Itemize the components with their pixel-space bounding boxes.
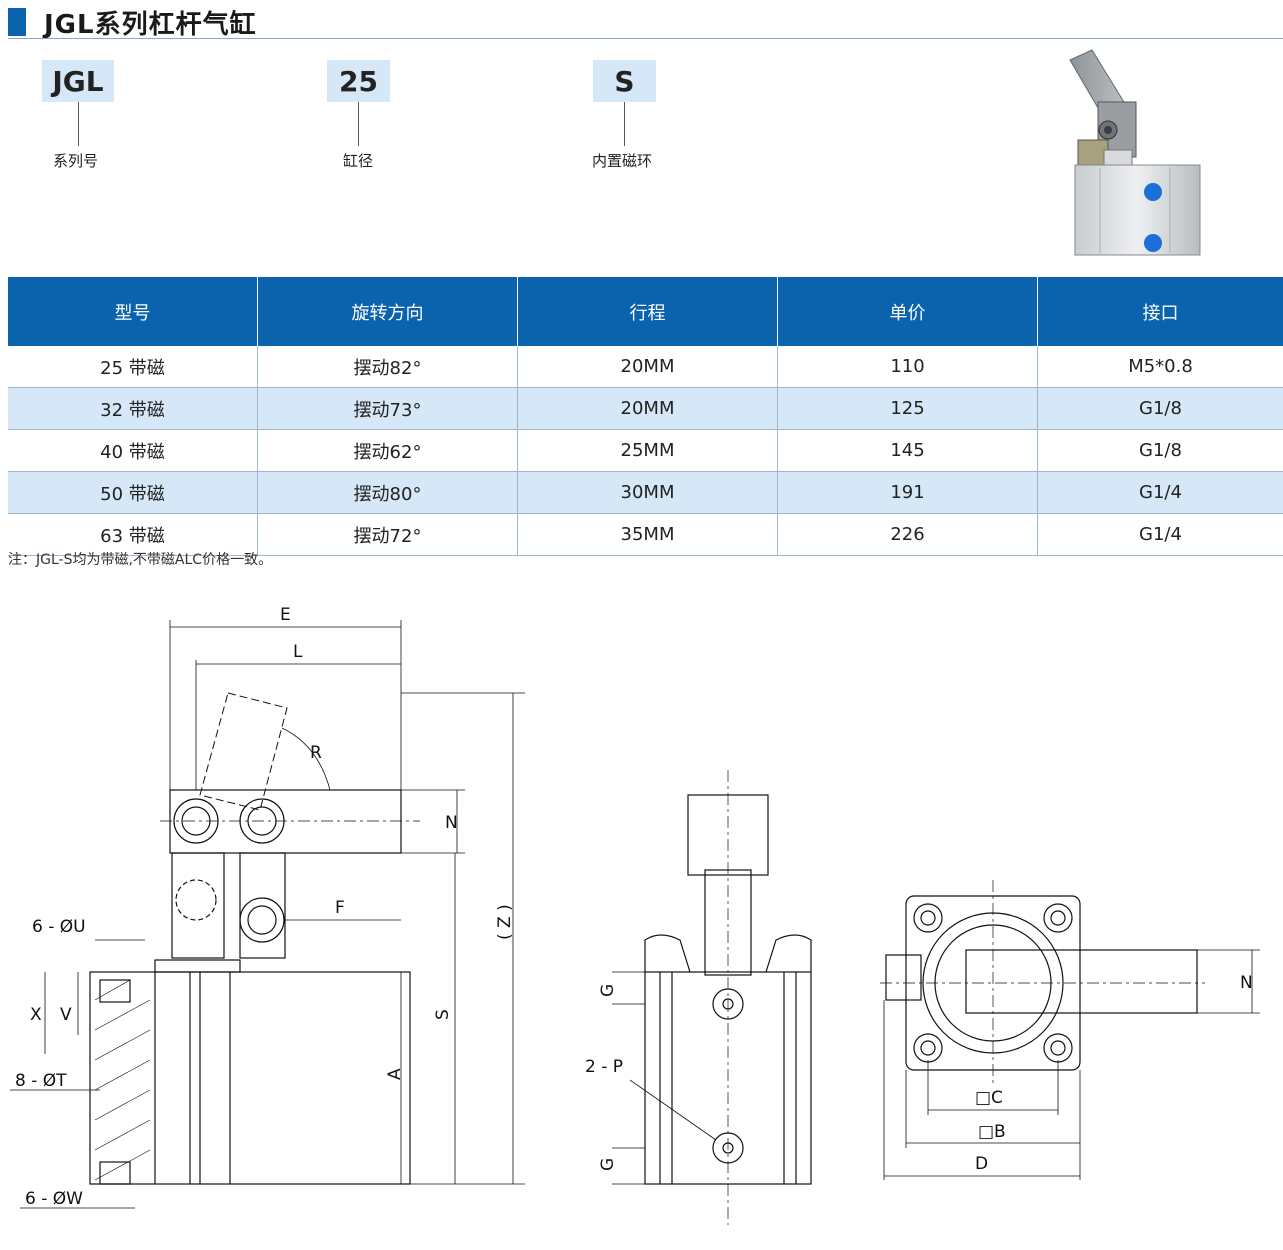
- table-header-row: 型号 旋转方向 行程 单价 接口: [8, 277, 1283, 346]
- code-label-bore: 缸径: [343, 152, 374, 170]
- label-A: A: [385, 1068, 405, 1080]
- top-view: N □C □B D: [880, 880, 1260, 1180]
- label-B: □B: [978, 1122, 1006, 1142]
- cell-rotation: 摆动62°: [257, 429, 518, 472]
- label-N: N: [445, 813, 458, 833]
- cell-stroke: 30MM: [517, 471, 778, 514]
- cell-rotation: 摆动80°: [257, 471, 518, 514]
- col-price: 单价: [777, 277, 1038, 346]
- label-D: D: [975, 1154, 988, 1174]
- label-G-bottom: G: [598, 1158, 618, 1171]
- code-label-magnet: 内置磁环: [592, 152, 653, 170]
- label-Z: ( Z ): [495, 904, 515, 940]
- spec-table: 型号 旋转方向 行程 单价 接口 25 带磁 摆动82° 20MM 110 M5…: [8, 277, 1283, 556]
- table-row: 50 带磁 摆动80° 30MM 191 G1/4: [8, 471, 1283, 514]
- cell-stroke: 20MM: [517, 387, 778, 430]
- cell-port: M5*0.8: [1037, 346, 1283, 388]
- cell-port: G1/4: [1037, 471, 1283, 514]
- cell-rotation: 摆动72°: [257, 513, 518, 556]
- cell-model: 63 带磁: [8, 513, 258, 556]
- col-model: 型号: [8, 277, 258, 346]
- cell-stroke: 20MM: [517, 346, 778, 388]
- cell-rotation: 摆动73°: [257, 387, 518, 430]
- table-row: 40 带磁 摆动62° 25MM 145 G1/8: [8, 429, 1283, 472]
- product-photo: [1069, 49, 1201, 256]
- cell-port: G1/8: [1037, 429, 1283, 472]
- cell-price: 125: [777, 387, 1038, 430]
- cell-port: G1/8: [1037, 387, 1283, 430]
- label-L: L: [293, 642, 303, 662]
- table-row: 32 带磁 摆动73° 20MM 125 G1/8: [8, 387, 1283, 430]
- cell-stroke: 25MM: [517, 429, 778, 472]
- cell-port: G1/4: [1037, 513, 1283, 556]
- label-T: 8 - ØT: [15, 1071, 67, 1091]
- label-W: 6 - ØW: [25, 1189, 83, 1209]
- label-C: □C: [975, 1088, 1003, 1108]
- code-magnet: S: [593, 60, 656, 102]
- cell-price: 226: [777, 513, 1038, 556]
- label-P: 2 - P: [585, 1057, 623, 1077]
- cell-rotation: 摆动82°: [257, 346, 518, 388]
- label-E: E: [280, 605, 291, 625]
- table-row: 63 带磁 摆动72° 35MM 226 G1/4: [8, 513, 1283, 556]
- label-G-top: G: [598, 984, 618, 997]
- code-bore: 25: [327, 60, 390, 102]
- label-S: S: [433, 1009, 453, 1020]
- label-N-top: N: [1240, 973, 1253, 993]
- cell-price: 110: [777, 346, 1038, 388]
- front-view: G 2 - P G: [585, 770, 812, 1225]
- label-V: V: [60, 1005, 72, 1025]
- table-note: 注：JGL-S均为带磁,不带磁ALC价格一致。: [8, 552, 273, 568]
- table-row: 25 带磁 摆动82° 20MM 110 M5*0.8: [8, 346, 1283, 388]
- code-leader: [358, 102, 359, 146]
- cell-model: 40 带磁: [8, 429, 258, 472]
- label-U: 6 - ØU: [32, 917, 86, 937]
- title-accent: [8, 8, 26, 36]
- code-leader: [78, 102, 79, 146]
- label-X: X: [30, 1005, 42, 1025]
- code-label-series: 系列号: [53, 152, 99, 170]
- cell-stroke: 35MM: [517, 513, 778, 556]
- dimension-drawing: E L R N F: [10, 605, 1260, 1225]
- cell-model: 25 带磁: [8, 346, 258, 388]
- cell-price: 191: [777, 471, 1038, 514]
- label-R: R: [310, 743, 322, 763]
- col-port: 接口: [1037, 277, 1283, 346]
- page-title: JGL系列杠杆气缸: [44, 10, 257, 40]
- cell-model: 50 带磁: [8, 471, 258, 514]
- side-view: E L R N F: [10, 605, 525, 1209]
- col-stroke: 行程: [517, 277, 778, 346]
- title-divider: [8, 38, 1283, 39]
- cell-model: 32 带磁: [8, 387, 258, 430]
- col-rotation: 旋转方向: [257, 277, 518, 346]
- cell-price: 145: [777, 429, 1038, 472]
- label-F: F: [335, 898, 345, 918]
- code-leader: [624, 102, 625, 146]
- code-series: JGL: [42, 60, 114, 102]
